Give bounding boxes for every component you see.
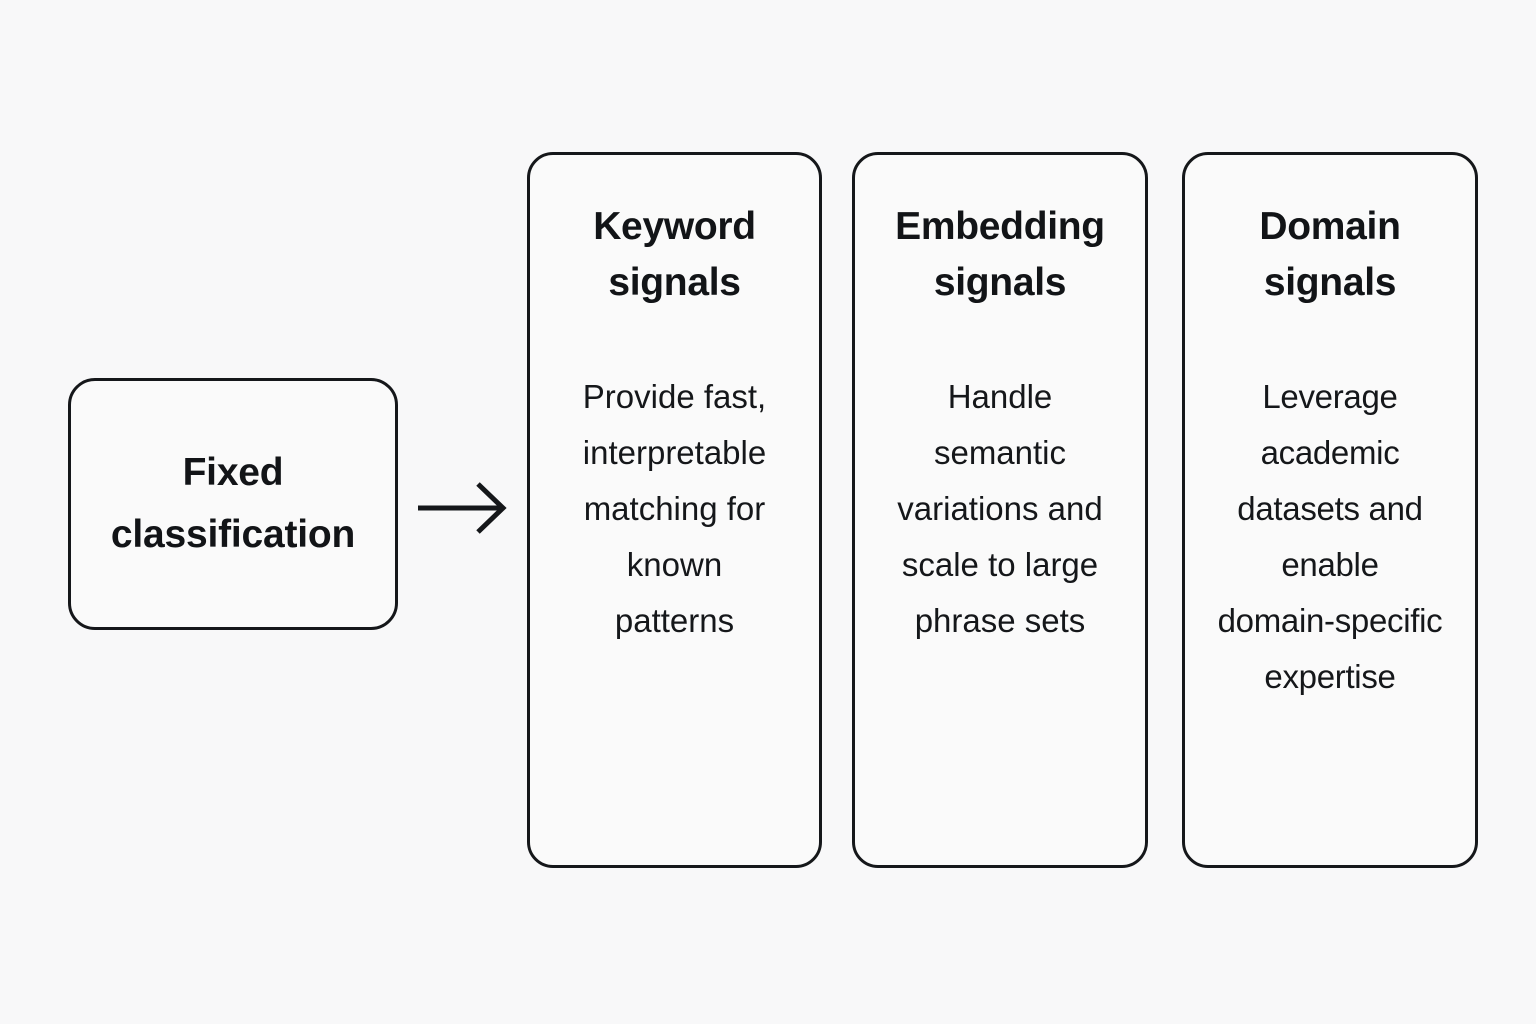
- card-domain-signals-body: Leverage academic datasets and enable do…: [1217, 378, 1443, 695]
- card-embedding-signals[interactable]: Embedding signals Handle semantic variat…: [852, 152, 1148, 868]
- card-keyword-signals[interactable]: Keyword signals Provide fast, interpreta…: [527, 152, 822, 868]
- card-keyword-signals-body: Provide fast, interpretable matching for…: [582, 378, 767, 639]
- node-fixed-classification-label: Fixed classification: [110, 451, 356, 556]
- card-embedding-signals-title: Embedding signals: [895, 205, 1105, 304]
- right-arrow-icon: [418, 482, 507, 534]
- card-domain-signals-title: Domain signals: [1259, 205, 1401, 304]
- node-fixed-classification[interactable]: Fixed classification: [68, 378, 398, 630]
- card-keyword-signals-title: Keyword signals: [593, 205, 756, 304]
- card-domain-signals[interactable]: Domain signals Leverage academic dataset…: [1182, 152, 1478, 868]
- card-embedding-signals-body: Handle semantic variations and scale to …: [897, 378, 1103, 639]
